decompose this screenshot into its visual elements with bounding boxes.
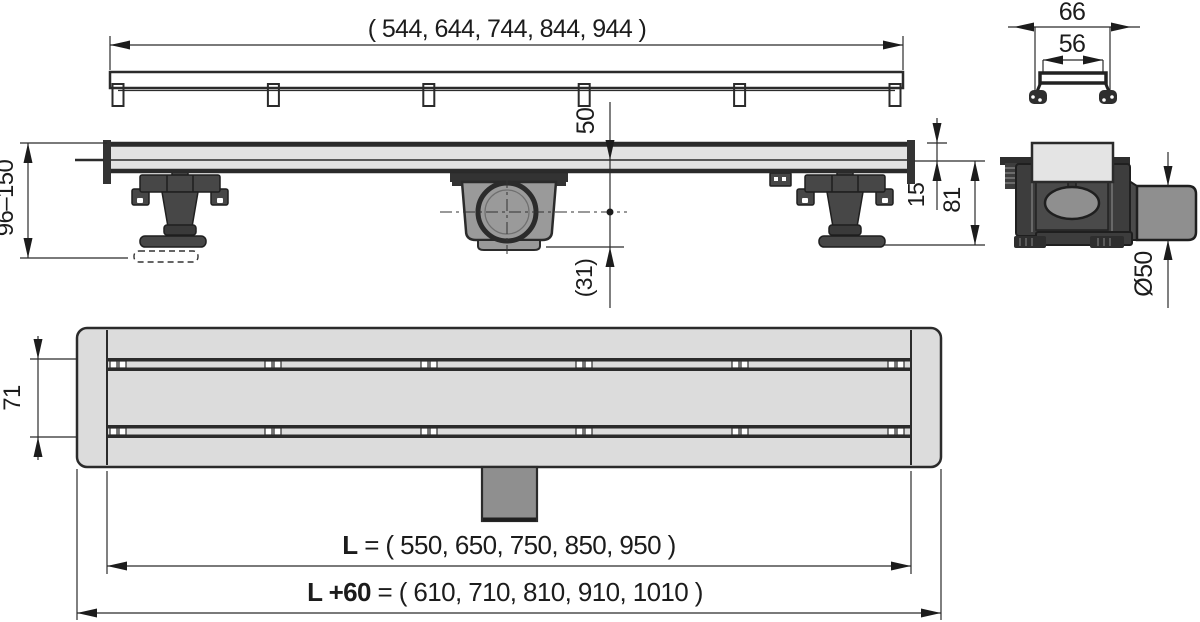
dim-length-l60-group: L +60 = ( 610, 710, 810, 910, 1010 )	[76, 469, 942, 620]
dim-outlet-diameter: Ø50	[1130, 251, 1158, 296]
grate-profile	[1029, 71, 1117, 104]
channel-cross-section	[1030, 141, 1115, 184]
dim-inner-width-group: 71	[0, 336, 77, 460]
plan-view-channel: 71 L = ( 550, 650, 750, 850, 950 ) L +60…	[0, 326, 943, 620]
foot-ghost-dashed	[133, 250, 199, 263]
end-view-trap: Ø50	[1000, 141, 1198, 308]
outlet-tab	[480, 465, 539, 523]
drain-trap	[440, 172, 627, 254]
trap-inlet-oval	[1043, 185, 1101, 221]
dim-under-height-group: 81	[884, 161, 985, 246]
dim-height-range: 96–150	[0, 160, 19, 237]
dim-under-height: 81	[939, 187, 966, 213]
dim-length-l60: L +60 = ( 610, 710, 810, 910, 1010 )	[307, 577, 703, 607]
end-plate-left	[103, 140, 111, 184]
end-plate-right	[907, 140, 915, 184]
rail-slots	[109, 360, 905, 436]
dim-edge-height: 15	[903, 183, 929, 207]
arrow-right	[883, 40, 903, 50]
dim-channel-inner-width: 71	[0, 385, 26, 411]
plan-outline	[75, 326, 943, 469]
top-view-grate: ( 544, 644, 744, 844, 944 )	[108, 15, 905, 107]
dim-length-l: L = ( 550, 650, 750, 850, 950 )	[342, 530, 675, 560]
channel-body	[105, 141, 913, 174]
dim-height-range-group: 96–150	[0, 142, 128, 259]
section-view-grate: 66 56	[1008, 0, 1140, 104]
grate-rails	[107, 358, 911, 438]
dim-length-l-group: L = ( 550, 650, 750, 850, 950 )	[106, 471, 912, 574]
dim-outer-width: 66	[1059, 0, 1086, 26]
dim-axis-to-bottom: (31)	[571, 259, 597, 298]
dim-edge-height-group: 15	[903, 118, 985, 210]
grate-bar	[108, 70, 905, 90]
dim-depth-group: 50 (31)	[546, 102, 624, 308]
trap-feet	[1014, 236, 1124, 248]
side-view-assembly: 96–150 50 (31) 15 81	[0, 102, 985, 308]
rail-clip	[769, 172, 792, 187]
dim-outlet-diameter-group: Ø50	[1130, 152, 1173, 308]
outlet-pipe	[1135, 184, 1198, 242]
grate-clips	[111, 83, 902, 107]
dim-length-series: ( 544, 644, 744, 844, 944 )	[368, 15, 646, 43]
arrow-left	[110, 40, 130, 50]
dim-top-to-axis: 50	[572, 108, 600, 135]
dim-inner-width: 56	[1059, 30, 1086, 58]
